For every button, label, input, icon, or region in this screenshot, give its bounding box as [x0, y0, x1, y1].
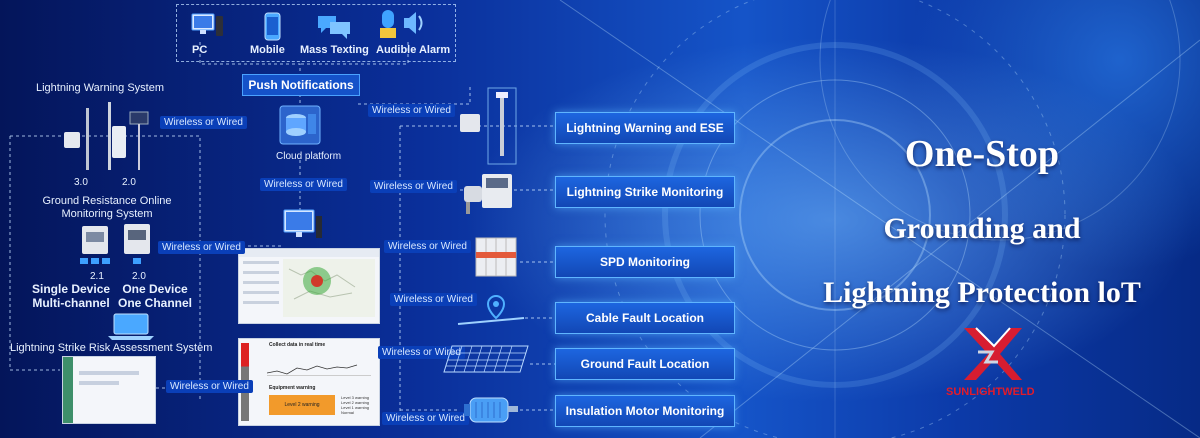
- audible-alarm-label: Audible Alarm: [376, 44, 451, 56]
- module-lightning-warning-ese: Lightning Warning and ESE: [555, 112, 735, 144]
- wire-label-8: Wireless or Wired: [378, 346, 465, 359]
- notification-frame: [176, 4, 456, 62]
- module-spd-monitoring: SPD Monitoring: [555, 246, 735, 278]
- risk-assessment-screen: [62, 356, 156, 424]
- strike-counter-icon: [464, 174, 512, 214]
- cable-location-pin-icon: [457, 294, 525, 325]
- mobile-icon: [264, 12, 281, 41]
- chat-bubbles-icon: [318, 16, 350, 39]
- spd-module-icon: [475, 237, 517, 277]
- cloud-platform-label: Cloud platform: [276, 151, 342, 162]
- legend-normal: Normal: [341, 410, 354, 415]
- lightning-warning-system-label: Lightning Warning System: [36, 82, 164, 94]
- alarm-speaker-icon: [380, 10, 423, 38]
- headline-grounding: Grounding and: [883, 212, 1081, 245]
- pc-icon: [191, 13, 223, 36]
- push-notifications-box: Push Notifications: [242, 74, 360, 96]
- version-3-0-label: 3.0: [74, 177, 88, 188]
- headline-one-stop: One-Stop: [904, 133, 1060, 175]
- ground-resistance-system-label: Ground Resistance Online Monitoring Syst…: [42, 195, 172, 220]
- realtime-title: Collect data in real time: [269, 342, 326, 348]
- brand-name: SUNLIGHTWELD: [946, 386, 1035, 398]
- version-2-1-label: 2.1: [90, 271, 104, 282]
- pc-label: PC: [192, 44, 208, 56]
- module-insulation-motor-monitoring: Insulation Motor Monitoring: [555, 395, 735, 427]
- wire-label-6: Wireless or Wired: [384, 240, 471, 253]
- wire-label-7: Wireless or Wired: [390, 293, 477, 306]
- cloud-platform-icon: [279, 105, 321, 145]
- map-dashboard-screen: [238, 248, 380, 324]
- ground-resistance-devices-icon: [80, 224, 150, 264]
- ground-grid-icon: [443, 345, 529, 373]
- legend-level-3: Level 3 warning: [341, 395, 370, 400]
- level-2-warning-box: Level 2 warning: [269, 395, 335, 415]
- risk-assessment-system-label: Lightning Strike Risk Assessment System: [10, 342, 213, 354]
- wire-label-4: Wireless or Wired: [370, 180, 457, 193]
- single-device-label: Single Device Multi-channel: [32, 282, 111, 310]
- wire-label-1: Wireless or Wired: [160, 116, 247, 129]
- wire-label-5: Wireless or Wired: [158, 241, 245, 254]
- module-cable-fault-location: Cable Fault Location: [555, 302, 735, 334]
- realtime-dashboard-screen: Collect data in real time Equipment warn…: [238, 338, 380, 426]
- lightning-warning-devices-icon: [64, 102, 149, 170]
- wire-label-9: Wireless or Wired: [166, 380, 253, 393]
- legend-level-1: Level 1 warning: [341, 405, 370, 410]
- monitor-icon: [283, 209, 322, 238]
- wire-label-10: Wireless or Wired: [382, 412, 469, 425]
- motor-icon: [464, 397, 518, 423]
- module-ground-fault-location: Ground Fault Location: [555, 348, 735, 380]
- module-lightning-strike-monitoring: Lightning Strike Monitoring: [555, 176, 735, 208]
- lightning-rod-icon: [460, 87, 517, 165]
- equipment-warning-title: Equipment warning: [269, 385, 316, 391]
- headline-lightning-protection: Lightning Protection loT: [823, 276, 1141, 309]
- version-2-0b-label: 2.0: [132, 271, 146, 282]
- legend-level-2: Level 2 warning: [341, 400, 370, 405]
- mobile-label: Mobile: [250, 44, 285, 56]
- mass-texting-label: Mass Texting: [300, 44, 369, 56]
- one-device-label: One Device One Channel: [118, 282, 193, 310]
- wire-label-3: Wireless or Wired: [260, 178, 347, 191]
- wire-label-2: Wireless or Wired: [368, 104, 455, 117]
- version-2-0-label: 2.0: [122, 177, 136, 188]
- brand-logo-icon: [964, 327, 1022, 380]
- laptop-icon: [108, 313, 154, 340]
